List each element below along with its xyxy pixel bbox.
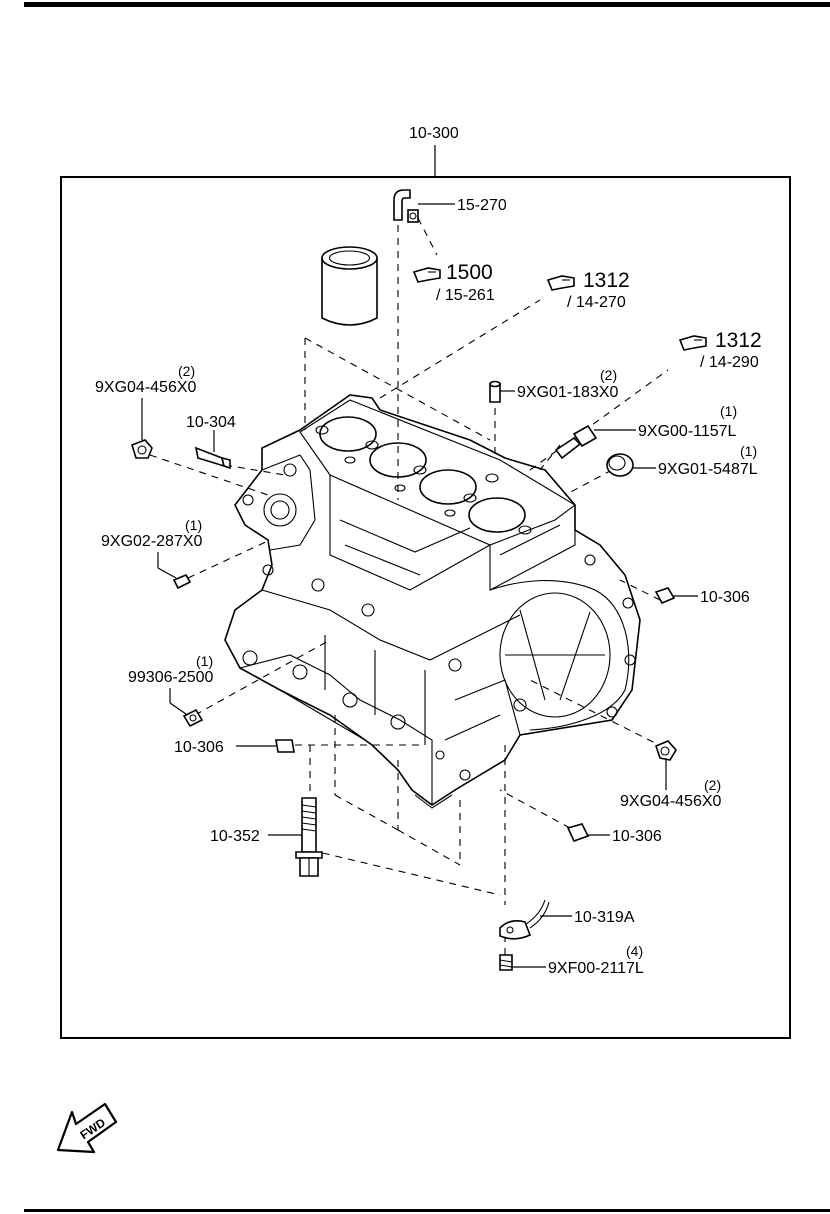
part-9xg04-456x0-qty-b: (2) bbox=[704, 777, 721, 793]
dowel-10-306-c bbox=[566, 823, 590, 842]
svg-text:/ 14-290: / 14-290 bbox=[700, 354, 759, 371]
dowel-9xg01-183x0 bbox=[489, 380, 501, 403]
part-99306-2500: 99306-2500 bbox=[128, 669, 214, 686]
part-9xg02-287x0-qty: (1) bbox=[185, 517, 202, 533]
part-9xf00-2117l: 9XF00-2117L bbox=[548, 960, 644, 977]
part-9xg04-456x0-a: 9XG04-456X0 bbox=[95, 379, 197, 396]
part-9xg00-1157l: 9XG00-1157L bbox=[638, 423, 737, 440]
plug-9xg04-456x0-b bbox=[655, 740, 677, 761]
part-9xg00-1157l-qty: (1) bbox=[720, 403, 737, 419]
pin-9xg02-287x0 bbox=[172, 573, 192, 590]
bolt-10-352 bbox=[295, 797, 323, 877]
plug-99306-2500 bbox=[182, 708, 204, 728]
part-9xg01-5487l-qty: (1) bbox=[740, 443, 757, 459]
assembly-label: 10-300 bbox=[409, 125, 459, 142]
pointing-hand-icon bbox=[678, 335, 707, 351]
part-9xg04-456x0-qty-a: (2) bbox=[178, 363, 195, 379]
part-9xf00-2117l-qty: (4) bbox=[626, 943, 643, 959]
part-10-304: 10-304 bbox=[186, 414, 236, 431]
ref-1500: 1500 / 15-261 bbox=[412, 261, 495, 304]
part-10-352: 10-352 bbox=[210, 828, 260, 845]
dowel-10-306-b bbox=[275, 739, 295, 753]
svg-text:/ 14-270: / 14-270 bbox=[567, 294, 626, 311]
part-10-319a: 10-319A bbox=[574, 909, 635, 926]
part-99306-2500-qty: (1) bbox=[196, 653, 213, 669]
part-9xg04-456x0-b: 9XG04-456X0 bbox=[620, 793, 722, 810]
svg-text:/ 15-261: / 15-261 bbox=[436, 287, 495, 304]
fwd-arrow-icon: FWD bbox=[56, 1102, 118, 1154]
part-9xg01-183x0-qty: (2) bbox=[600, 367, 617, 383]
svg-text:1312: 1312 bbox=[715, 329, 762, 352]
pointing-hand-icon bbox=[546, 275, 575, 291]
part-10-306-c: 10-306 bbox=[612, 828, 662, 845]
part-15-270: 15-270 bbox=[457, 197, 507, 214]
plug-9xg04-456x0-a bbox=[131, 439, 153, 459]
assembly-lines bbox=[149, 217, 669, 955]
bolt-9xg00-1157l bbox=[554, 424, 598, 460]
part-10-306-a: 10-306 bbox=[700, 589, 750, 606]
part-10-306-b: 10-306 bbox=[174, 739, 224, 756]
bottom-rule bbox=[24, 1209, 830, 1212]
top-rule bbox=[24, 2, 830, 7]
ref-1312-a: 1312 / 14-270 bbox=[546, 269, 630, 311]
oil-jet-10-319a bbox=[499, 899, 550, 940]
oil-pipe-15-270 bbox=[393, 189, 419, 223]
part-9xg01-5487l: 9XG01-5487L bbox=[658, 461, 758, 478]
plug-9xg01-5487l bbox=[606, 453, 634, 477]
bolt-9xf00-2117l bbox=[499, 954, 513, 971]
ref-1312-b: 1312 / 14-290 bbox=[678, 329, 762, 371]
svg-text:1500: 1500 bbox=[446, 261, 493, 284]
part-9xg01-183x0: 9XG01-183X0 bbox=[517, 384, 619, 401]
part-9xg02-287x0: 9XG02-287X0 bbox=[101, 533, 203, 550]
cylinder-block-illustration bbox=[224, 394, 641, 809]
dowel-10-306-a bbox=[654, 587, 676, 605]
cylinder-sleeve bbox=[321, 246, 378, 326]
pointing-hand-icon bbox=[412, 267, 441, 283]
svg-text:1312: 1312 bbox=[583, 269, 630, 292]
diagram-frame bbox=[60, 176, 791, 1039]
dowel-10-304 bbox=[194, 446, 231, 470]
